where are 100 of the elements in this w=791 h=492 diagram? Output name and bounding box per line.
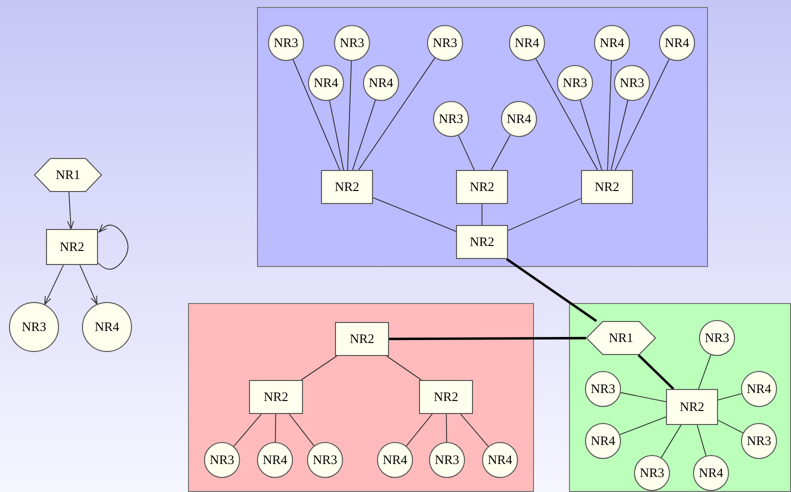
circle-node	[308, 65, 344, 101]
node-label: NR4	[94, 319, 120, 335]
connector-line	[372, 197, 456, 232]
node-label: NR4	[514, 35, 540, 51]
node-label: NR3	[590, 381, 616, 397]
circle-node	[614, 65, 650, 101]
connector-line	[610, 100, 628, 170]
node-label: NR3	[312, 452, 338, 468]
node-label: NR2	[434, 389, 458, 405]
node-label: NR1	[56, 167, 80, 183]
circle-node	[427, 25, 463, 61]
circle-node	[557, 65, 593, 101]
circle-node	[482, 442, 518, 478]
circle-node	[699, 320, 735, 356]
connector-line	[638, 354, 674, 390]
connector-line	[406, 414, 433, 446]
connector-line	[358, 57, 436, 170]
connector-line	[696, 424, 706, 456]
node-label: NR3	[340, 35, 364, 51]
cluster-panel	[569, 302, 791, 492]
circle-node	[585, 371, 621, 407]
connector-line	[614, 58, 670, 170]
connector-line	[329, 100, 344, 170]
node-label: NR2	[60, 239, 84, 255]
connector-line	[233, 414, 262, 447]
node-label: NR3	[438, 111, 464, 127]
circle-node	[433, 101, 469, 137]
node-label: NR2	[470, 179, 494, 195]
node-label: NR4	[368, 75, 394, 91]
node-label: NR3	[432, 35, 458, 51]
arrow	[98, 224, 128, 270]
connector-line	[698, 354, 712, 390]
process-box	[456, 225, 508, 259]
circle-node	[741, 423, 777, 459]
cluster-panel	[256, 7, 708, 267]
hexagon-node	[34, 158, 102, 192]
connector-line	[619, 416, 666, 435]
connector-line	[660, 424, 682, 458]
node-label: NR3	[640, 465, 664, 481]
node-label: NR4	[382, 452, 408, 468]
connector-line	[535, 58, 598, 170]
process-box	[249, 380, 303, 414]
node-label: NR3	[562, 75, 588, 91]
connector-line	[274, 414, 276, 442]
node-label: NR2	[470, 234, 494, 250]
node-label: NR4	[664, 35, 690, 51]
node-label: NR3	[704, 330, 730, 346]
node-label: NR4	[600, 35, 624, 51]
connector-line	[620, 392, 666, 402]
circle-node	[693, 455, 729, 491]
node-label: NR4	[488, 452, 512, 468]
node-label: NR2	[594, 179, 620, 195]
connector-line	[386, 356, 422, 380]
arrow	[44, 264, 64, 305]
process-box	[581, 170, 633, 204]
arrow	[79, 264, 98, 305]
node-label: NR4	[314, 75, 338, 91]
node-label: NR4	[698, 465, 724, 481]
circle-node	[204, 442, 240, 478]
node-label: NR3	[620, 75, 644, 91]
node-label: NR3	[274, 35, 298, 51]
circle-node	[659, 25, 695, 61]
circle-node	[429, 442, 465, 478]
connector-line	[508, 198, 582, 231]
node-label: NR3	[210, 452, 234, 468]
node-label: NR4	[262, 452, 288, 468]
connector-line	[580, 100, 602, 170]
process-box	[456, 170, 508, 204]
circle-node	[363, 65, 399, 101]
circle-node	[377, 442, 413, 478]
process-box	[666, 389, 718, 425]
hexagon-node	[586, 321, 656, 355]
node-label: NR4	[506, 111, 532, 127]
node-label: NR3	[746, 433, 772, 449]
circle-node	[268, 25, 304, 61]
connector-line	[506, 258, 598, 322]
circle-node	[9, 302, 59, 352]
connector-line	[460, 414, 489, 447]
connector-line	[292, 59, 340, 170]
connector-line	[718, 393, 742, 400]
process-box	[335, 322, 389, 356]
connector-line	[347, 60, 352, 170]
circle-node	[634, 455, 670, 491]
connector-line	[718, 420, 744, 434]
circle-node	[594, 25, 630, 61]
node-label: NR2	[350, 331, 374, 347]
cluster-panel	[188, 302, 534, 492]
connector-line	[607, 60, 612, 170]
node-label: NR3	[22, 319, 46, 335]
node-label: NR2	[680, 399, 704, 415]
node-label: NR2	[334, 179, 360, 195]
node-label: NR3	[434, 452, 460, 468]
circle-node	[509, 25, 545, 61]
connector-line	[288, 414, 314, 446]
process-box	[321, 170, 373, 204]
circle-node	[501, 101, 537, 137]
node-label: NR2	[264, 389, 288, 405]
circle-node	[307, 442, 343, 478]
connector-line	[458, 134, 475, 170]
circle-node	[82, 302, 132, 352]
